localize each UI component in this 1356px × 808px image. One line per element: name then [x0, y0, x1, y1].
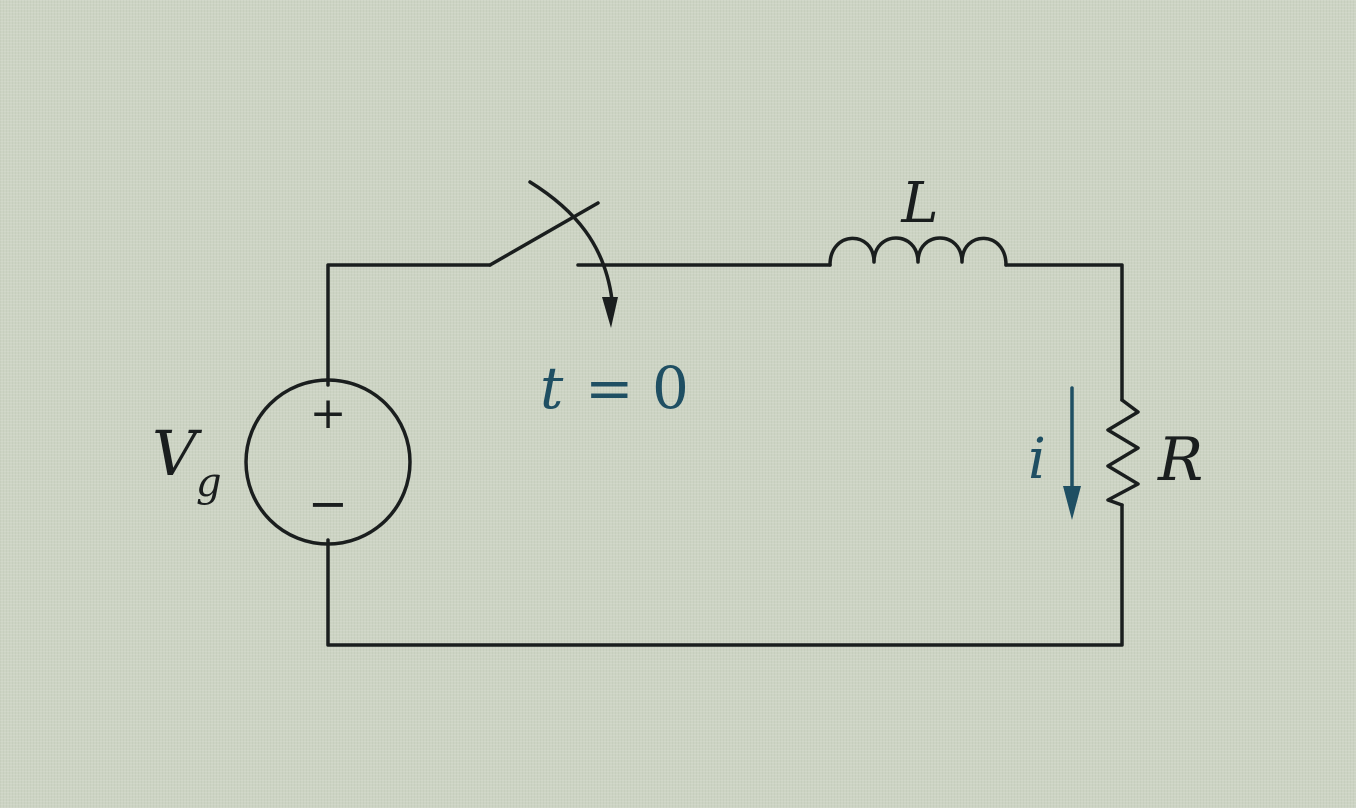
switch-time-var: t	[540, 354, 564, 422]
source-label: V	[152, 417, 203, 490]
inductor-coil	[828, 236, 1008, 267]
switch-blade	[488, 201, 600, 267]
source-circle	[244, 378, 412, 546]
switch-arrow-head	[602, 297, 618, 328]
voltage-source: + −	[244, 378, 412, 546]
source-minus: −	[308, 476, 348, 532]
switch-arrow-arc	[528, 180, 614, 302]
current-arrow	[1063, 386, 1081, 520]
inductor-label: L	[900, 171, 938, 236]
resistor-label: R	[1157, 425, 1203, 495]
current-label: i	[1028, 427, 1046, 492]
wire-left-top	[326, 263, 492, 387]
source-plus: +	[310, 388, 347, 439]
source-subscript: g	[196, 460, 222, 506]
wire-inductor-to-resistor	[1004, 263, 1124, 402]
wire-left-bottom-right	[326, 503, 1124, 647]
switch-arrow	[528, 180, 618, 328]
switch-time-eq: = 0	[585, 354, 689, 422]
current-arrow-head	[1063, 486, 1081, 520]
switch-time-label: t = 0	[540, 354, 689, 422]
resistor-zigzag	[1106, 398, 1140, 507]
